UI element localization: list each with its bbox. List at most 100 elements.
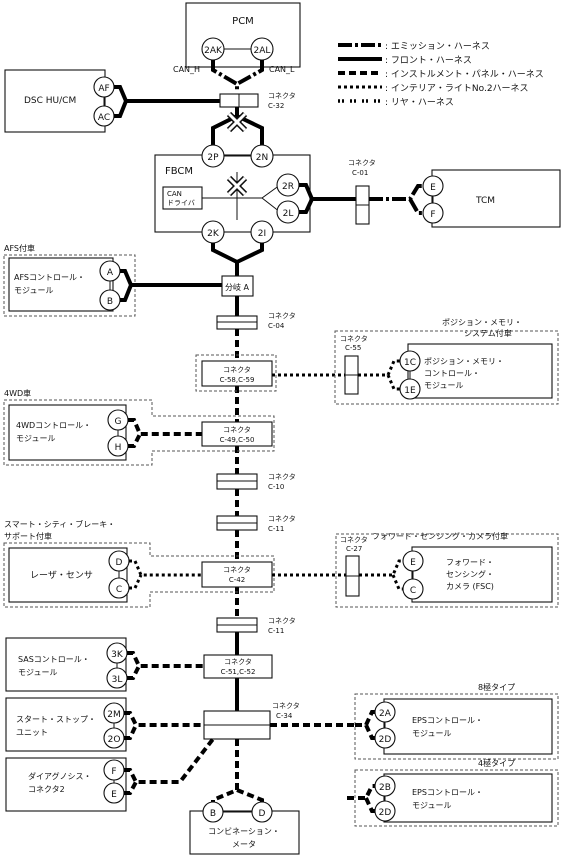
fbcm-to-c01-harness [299, 183, 356, 214]
connector-c10-id: C-10 [268, 483, 284, 491]
connector-c51-id: C-51,C-52 [221, 668, 256, 676]
fsc-option-frame [335, 533, 559, 608]
dsc-box [4, 69, 106, 133]
eps4-pin-2b [374, 775, 396, 797]
connector-c11b: コネクタ C-11 [216, 616, 296, 635]
combination-meter-module: コンビネーション・ メータ B D [189, 801, 300, 855]
fbcm-to-junction-harness [211, 243, 264, 276]
eps4-label: EPSコントロール・ [412, 788, 483, 797]
eps8-box [383, 698, 553, 755]
legend-label-front: : フロント・ハーネス [385, 55, 472, 66]
connector-c04-id: C-04 [268, 322, 285, 330]
bus-break-upper [226, 111, 248, 133]
pm-pin-1c-label: 1C [404, 358, 416, 368]
eps4-pin-2d-label: 2D [379, 808, 392, 818]
fsc-module: フォワード・ センシング・ カメラ (FSC) E C [402, 546, 553, 603]
fbcm-pin-2n-label: 2N [256, 153, 268, 163]
startstop-label-2: ユニット [16, 728, 48, 737]
connector-c11a: コネクタ C-11 [216, 514, 296, 533]
scbs-group-label: スマート・シティ・ブレーキ・ [4, 519, 115, 529]
fbcm-pin-2r-label: 2R [282, 182, 294, 192]
connector-c01-title: コネクタ [348, 158, 376, 167]
fbcm-pin-2n [250, 144, 274, 168]
afs-harness [120, 269, 222, 302]
connector-c58: コネクタ C-58,C-59 [201, 360, 273, 387]
c32-to-fbcm-harness [211, 107, 264, 148]
connector-c58-title: コネクタ [223, 365, 251, 374]
eps8-module: EPSコントロール・ モジュール 2A 2D [374, 698, 553, 755]
fourwd-label: 4WDコントロール・ [16, 421, 91, 430]
afs-box [8, 257, 114, 312]
can-l-label: CAN_L [269, 65, 295, 74]
connector-c32-id: C-32 [268, 102, 284, 110]
eps8-pin-2d [374, 727, 396, 749]
afs-module: AFSコントロール・ モジュール A B [8, 257, 121, 312]
c01-to-tcm-harness [369, 184, 424, 215]
connector-c27-id: C-27 [346, 545, 362, 553]
fourwd-box [8, 404, 127, 461]
connector-c11a-title: コネクタ [268, 514, 296, 523]
dsc-harness [114, 85, 220, 118]
can-h-label: CAN_H [173, 65, 200, 74]
eps4-harness [347, 784, 376, 813]
startstop-label: スタート・ストップ・ [16, 715, 96, 724]
bus-break-internal [226, 175, 248, 197]
legend: : エミッション・ハーネス : フロント・ハーネス : インストルメント・パネル… [338, 41, 544, 108]
connector-c49: コネクタ C-49,C-50 [201, 421, 273, 447]
connector-c42-title: コネクタ [223, 565, 251, 574]
legend-label-interior: : インテリア・ライトNo.2ハーネス [385, 83, 529, 94]
diag-pin-f-label: F [111, 767, 116, 777]
pcm-pin-2ak-label: 2AK [204, 46, 223, 56]
connector-c51-body [203, 654, 273, 679]
connector-c49-id: C-49,C-50 [220, 436, 255, 444]
diag-harness [124, 737, 215, 795]
connector-c04-title: コネクタ [268, 311, 296, 320]
connector-c55-id: C-55 [345, 344, 361, 352]
c34-to-meter-harness [211, 739, 264, 804]
dsc-module: DSC HU/CM AF AC [4, 69, 115, 133]
connector-c51-title: コネクタ [224, 657, 252, 666]
eps8-pin-2a-label: 2A [379, 709, 392, 719]
eps8-pin-2d-label: 2D [379, 735, 392, 745]
c27-to-fsc-harness [359, 559, 404, 591]
pcm-pin-2al-label: 2AL [254, 46, 271, 56]
afs-pin-b-label: B [107, 297, 113, 307]
eps4-module: EPSコントロール・ モジュール 2B 2D [374, 773, 553, 823]
fsc-label: フォワード・ [446, 558, 494, 567]
connector-c42-body [201, 561, 273, 588]
afs-label-2: モジュール [14, 286, 53, 295]
laser-sensor-label: レーザ・センサ [30, 570, 93, 581]
combination-meter-label-2: メータ [232, 840, 256, 849]
eps4-label-2: モジュール [412, 801, 451, 810]
connector-c55-title: コネクタ [340, 334, 368, 343]
tcm-label: TCM [475, 196, 495, 206]
eps4-box [383, 773, 553, 823]
connector-c01: コネクタ C-01 [348, 158, 376, 225]
meter-pin-b [202, 801, 224, 823]
meter-pin-d [251, 801, 273, 823]
connector-c32-title: コネクタ [268, 91, 296, 100]
c58-option-frame [195, 354, 277, 392]
sas-module: SASコントロール・ モジュール 3K 3L [5, 637, 128, 692]
diag-connector-module: ダイアグノシス・ コネクタ2 F E [5, 757, 127, 812]
connector-c10-title: コネクタ [268, 472, 296, 481]
can-driver-label: CAN [167, 190, 182, 198]
connector-c49-title: コネクタ [223, 425, 251, 434]
eps8-label: EPSコントロール・ [412, 716, 483, 725]
meter-pin-b-label: B [210, 809, 216, 819]
laser-pin-c-label: C [116, 585, 122, 595]
fsc-pin-e [402, 550, 424, 572]
sas-harness [127, 651, 204, 680]
connector-c27: コネクタ C-27 [340, 535, 368, 597]
fbcm-label: FBCM [165, 166, 193, 177]
eps8-pin-2a [374, 701, 396, 723]
pcm-label: PCM [232, 16, 254, 27]
fourwd-pin-g-label: G [115, 417, 122, 427]
dsc-label: DSC HU/CM [24, 96, 76, 106]
fourwd-harness [128, 418, 202, 448]
startstop-pin-2m-label: 2M [107, 710, 121, 720]
fbcm-pin-2p-label: 2P [207, 153, 219, 163]
fourwd-group-label: 4WD車 [4, 388, 31, 398]
pm-pin-1c [399, 350, 421, 372]
connector-c11b-id: C-11 [268, 627, 284, 635]
